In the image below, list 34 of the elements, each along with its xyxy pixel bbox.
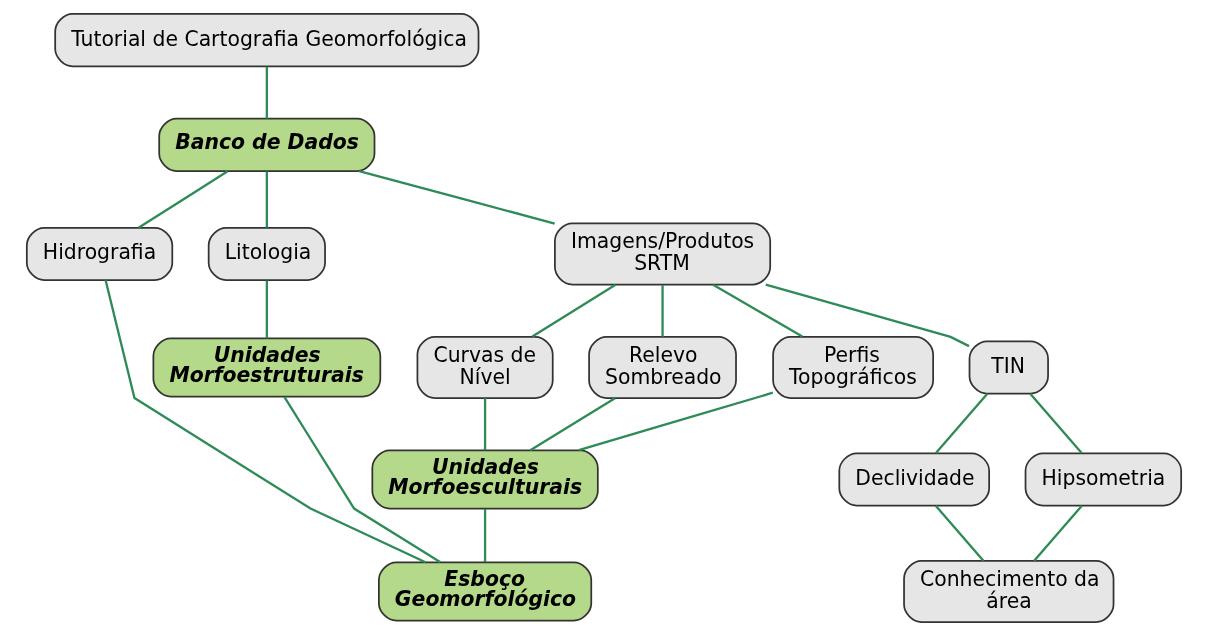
node-box: Perfis Topográficos [772,336,934,399]
node-box: Litologia [207,226,326,282]
connector [358,169,555,225]
node-box: TIN [968,340,1049,395]
connector [934,504,985,562]
node-box: Conhecimento da área [903,560,1115,623]
node-box: Esboço Geomorfológico [378,561,593,622]
connector [765,283,970,348]
connector [529,397,616,452]
connector [578,391,774,452]
node-box: Relevo Sombreado [588,336,737,399]
node-box: Imagens/Produtos SRTM [554,222,772,286]
node-box: Unidades Morfoestruturais [152,337,382,398]
connector [712,283,803,338]
connector [265,171,269,228]
node-box: Banco de Dados [158,117,376,172]
connector [283,396,441,564]
connector [483,398,487,451]
connector [661,285,664,337]
node-box: Tutorial de Cartografia Geomorfológica [54,13,480,68]
connector [1033,504,1083,562]
node-box: Hipsometria [1024,452,1183,507]
node-box: Hidrografia [25,226,174,282]
connector [104,280,426,564]
connector [137,170,229,229]
connector [935,392,989,454]
connector [265,66,269,119]
node-box: Unidades Morfoesculturais [371,449,599,510]
node-box: Declividade [838,452,991,507]
connector [531,283,617,338]
connector [265,280,269,339]
node-box: Curvas de Nível [416,336,554,399]
connector [1029,392,1083,454]
connector [483,509,487,563]
